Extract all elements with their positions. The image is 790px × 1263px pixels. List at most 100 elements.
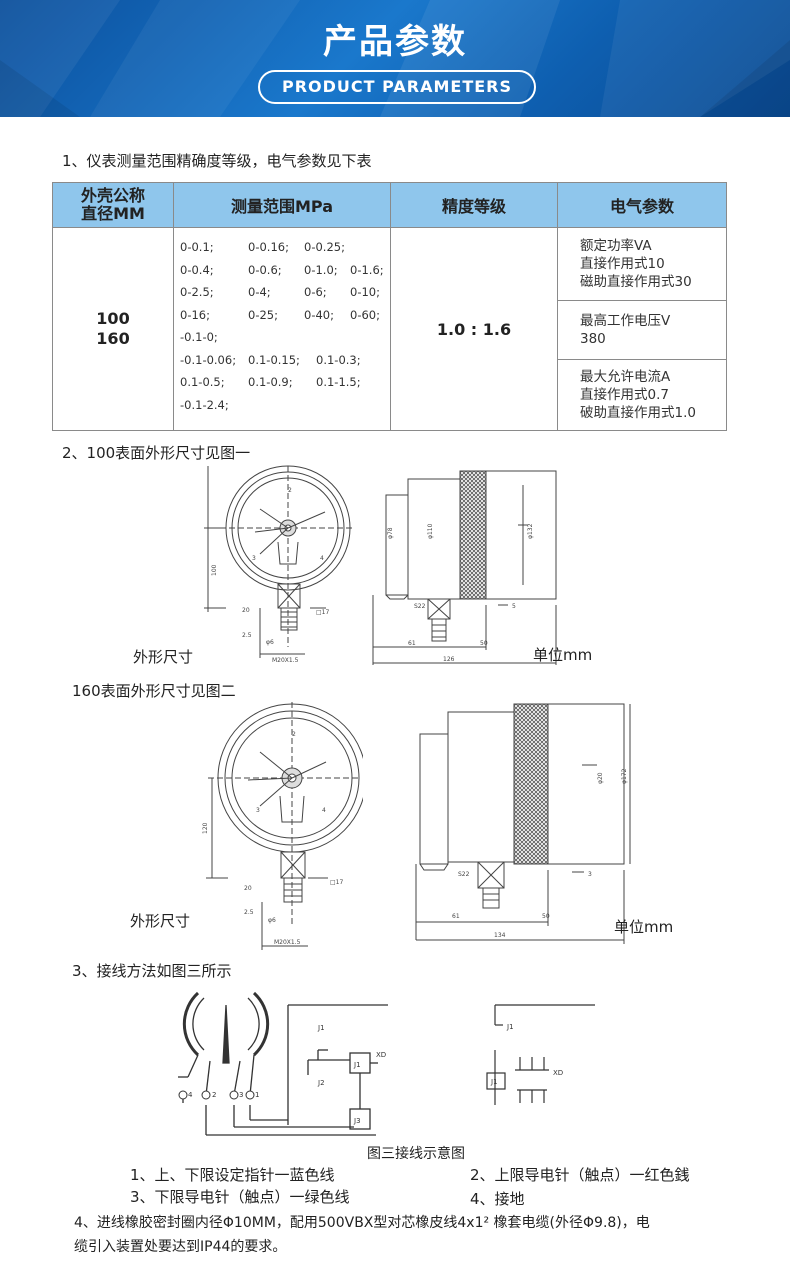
range-value: -0.1-0.06; [180,352,237,367]
range-value: 0-1.6; [350,262,384,277]
range-value: 0-16; [180,307,210,322]
parameters-table: 外壳公称 直径MM 测量范围MPa 精度等级 电气参数 100 160 0-0.… [52,182,727,431]
range-value: 0.1-1.5; [316,375,361,389]
dial-number: 4 [320,555,324,562]
legend-item-1: 1、上、下限设定指针一蓝色线 [130,1166,335,1184]
terminal-label: 1 [255,1091,259,1099]
banner-subtitle: PRODUCT PARAMETERS [258,70,536,104]
wiring-diagram-left: 4 2 3 1 J1 J2 J1 XD J3 [178,991,388,1136]
j1-label: J1 [506,1023,514,1031]
gauge-100-front-drawing: 2 3 4 100 20 2.5 □17 φ6 M20X1.5 [204,465,355,664]
dim-w1: 61 [452,913,460,920]
dim-h3: 2.5 [244,909,254,916]
j2-label: J2 [317,1079,325,1087]
legend-item-3: 3、下限导电针（触点）一绿色线 [130,1188,350,1206]
dim-h1: 120 [202,822,209,834]
range-value: 0-0.6; [248,262,282,277]
dim-w3: 126 [443,656,455,663]
terminal-label: 3 [239,1091,243,1099]
elec-line: 破助直接作用式1.0 [580,405,696,421]
j1-label: J1 [317,1024,325,1032]
section2-heading: 2、100表面外形尺寸见图一 [62,444,251,462]
section3-heading: 3、接线方法如图三所示 [72,962,232,980]
elec-line: 磁助直接作用式30 [580,274,692,290]
dim-hex: □17 [330,879,343,886]
dim-d1: φ20 [597,772,604,784]
figure3-caption: 图三接线示意图 [367,1146,465,1162]
terminal-label: 4 [188,1091,193,1099]
dim-d1: φ78 [387,527,394,539]
range-value: 0-40; [304,307,334,322]
dial-number: 3 [256,807,260,814]
range-value: 0.1-0.9; [248,375,293,389]
dim-s22: S22 [458,871,470,878]
elec-line: 额定功率VA [580,238,652,254]
dial-number: 4 [322,807,326,814]
dial-number: 2 [292,731,296,738]
dial-number: 3 [252,555,256,562]
terminal-label: 2 [212,1091,216,1099]
header-range: 测量范围MPa [173,182,391,228]
dim-hex: □17 [316,609,329,616]
legend-item-2: 2、上限导电针（触点）一红色銭 [470,1166,690,1184]
dim-h2: 20 [244,885,252,892]
range-value: 0-25; [248,307,278,322]
range-value: -0.1-0; [180,330,218,344]
dim-s3: 3 [588,871,592,878]
header-electrical: 电气参数 [557,182,727,228]
dim-h1: 100 [211,564,218,576]
dim-d2: φ110 [427,523,434,539]
dim-thread: M20X1.5 [272,657,299,664]
range-value: 0-0.1; [180,240,214,254]
dim-d6: φ6 [266,639,274,646]
fig1-right-caption: 单位mm [533,646,593,664]
electrical-power: 额定功率VA 直接作用式10 磁助直接作用式30 [557,227,727,301]
dim-w2: 50 [542,913,550,920]
range-value: 0-4; [248,285,271,299]
banner-title: 产品参数 [323,22,467,62]
elec-line: 最大允许电流A [580,369,671,385]
dim-s5: 5 [512,603,516,610]
relay-label: J1 [353,1061,361,1069]
dim-h3: 2.5 [242,632,252,639]
header-accuracy: 精度等级 [390,182,558,228]
range-value: 0-10; [350,285,380,299]
section2b-heading: 160表面外形尺寸见图二 [72,682,236,700]
section1-heading: 1、仪表测量范围精确度等级，电气参数见下表 [62,152,372,170]
xd-label: XD [553,1069,563,1077]
elec-line: 直接作用式10 [580,256,665,272]
header-diameter: 外壳公称 直径MM [52,182,174,228]
xd-label: XD [376,1051,386,1059]
range-value: -0.1-2.4; [180,397,229,412]
dim-w1: 61 [408,640,416,647]
range-value: 0.1-0.3; [316,352,361,367]
section4-line2: 缆引入装置处要达到IP44的要求。 [74,1239,287,1255]
fig1-left-caption: 外形尺寸 [133,648,194,666]
range-value: 0-0.16; [248,240,289,254]
range-value: 0-6; [304,285,327,299]
header-banner: 产品参数 PRODUCT PARAMETERS [0,0,790,117]
gauge-160-side-drawing: φ20 φ172 S22 3 61 50 134 [415,703,631,944]
range-value: 0-60; [350,307,380,322]
elec-line: 最高工作电压V [580,313,671,329]
elec-line: 380 [580,331,606,347]
gauge-100-side-drawing: φ78 φ110 φ132 S22 5 61 50 126 [372,470,557,665]
accuracy-value: 1.0 : 1.6 [390,227,558,431]
dim-d2: φ172 [621,768,628,784]
legend-item-4: 4、接地 [470,1190,525,1208]
k-label: J3 [353,1117,361,1125]
dim-thread: M20X1.5 [274,939,301,946]
dim-w2: 50 [480,640,488,647]
range-value: 0-1.0; [304,262,338,277]
banner-pattern [0,0,790,117]
dim-d6: φ6 [268,917,276,924]
range-value: 0-0.4; [180,262,214,277]
dim-h2: 20 [242,607,250,614]
electrical-current: 最大允许电流A 直接作用式0.7 破助直接作用式1.0 [557,359,727,431]
range-value: 0.1-0.5; [180,375,225,389]
dial-number: 2 [288,487,292,494]
section4-line1: 4、进线橡胶密封圈内径Φ10MM，配用500VBX型对芯橡皮线4x1² 橡套电缆… [74,1215,650,1231]
electrical-voltage: 最高工作电压V 380 [557,300,727,360]
fig2-left-caption: 外形尺寸 [130,912,191,930]
range-value: 0-2.5; [180,285,214,299]
